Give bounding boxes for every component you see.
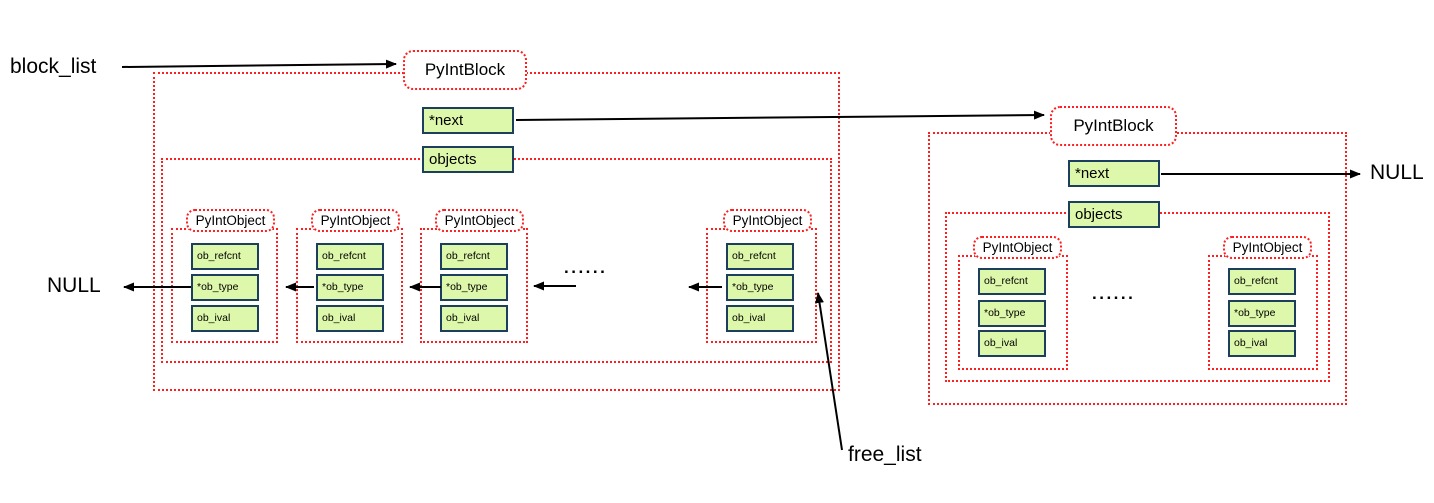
- ob-refcnt-field: ob_refcnt: [726, 243, 794, 270]
- ob-ival-field: ob_ival: [191, 305, 259, 332]
- pyintobject-group-1: PyIntObject ob_refcnt *ob_type ob_ival: [171, 209, 278, 343]
- null-label-left: NULL: [47, 274, 101, 297]
- ob-ival-field: ob_ival: [978, 330, 1046, 357]
- ob-refcnt-field: ob_refcnt: [316, 243, 384, 270]
- pyintobject-group-3: PyIntObject ob_refcnt *ob_type ob_ival: [420, 209, 528, 343]
- ob-ival-field: ob_ival: [726, 305, 794, 332]
- pyintobject-group-2-title: PyIntObject: [311, 209, 400, 232]
- block1-ellipsis: ......: [564, 258, 608, 277]
- ob-type-field: *ob_type: [191, 274, 259, 301]
- pyintobject-group-6: PyIntObject ob_refcnt *ob_type ob_ival: [1208, 236, 1318, 370]
- ob-refcnt-field: ob_refcnt: [978, 268, 1046, 295]
- ob-ival-field: ob_ival: [316, 305, 384, 332]
- pyintobject-group-5: PyIntObject ob_refcnt *ob_type ob_ival: [958, 236, 1068, 370]
- block2-objects-pointer: objects: [1068, 201, 1160, 228]
- block1-title: PyIntBlock: [403, 50, 527, 90]
- null-label-right: NULL: [1370, 161, 1424, 184]
- arrow-block-list-to-block1: [121, 59, 397, 69]
- free-list-label: free_list: [848, 443, 922, 466]
- pyintobject-group-6-title: PyIntObject: [1223, 236, 1312, 259]
- pyintobject-group-1-title: PyIntObject: [186, 209, 275, 232]
- ob-type-field: *ob_type: [978, 300, 1046, 327]
- block2-title: PyIntBlock: [1050, 106, 1177, 146]
- ob-type-field: *ob_type: [316, 274, 384, 301]
- ob-ival-field: ob_ival: [1228, 330, 1296, 357]
- ob-type-field: *ob_type: [726, 274, 794, 301]
- pyintobject-group-2: PyIntObject ob_refcnt *ob_type ob_ival: [296, 209, 403, 343]
- pyintobject-group-4: PyIntObject ob_refcnt *ob_type ob_ival: [706, 209, 817, 343]
- block2-ellipsis: ......: [1092, 284, 1136, 303]
- block-list-label: block_list: [10, 55, 97, 78]
- ob-refcnt-field: ob_refcnt: [440, 243, 508, 270]
- block1-next-pointer: *next: [422, 107, 514, 134]
- pyintobject-group-4-title: PyIntObject: [723, 209, 812, 232]
- block2-next-pointer: *next: [1068, 160, 1160, 187]
- block1-objects-pointer: objects: [422, 146, 514, 173]
- ob-refcnt-field: ob_refcnt: [1228, 268, 1296, 295]
- ob-type-field: *ob_type: [440, 274, 508, 301]
- pyintobject-group-5-title: PyIntObject: [973, 236, 1062, 259]
- ob-ival-field: ob_ival: [440, 305, 508, 332]
- ob-refcnt-field: ob_refcnt: [191, 243, 259, 270]
- ob-type-field: *ob_type: [1228, 300, 1296, 327]
- pyintobject-group-3-title: PyIntObject: [435, 209, 524, 232]
